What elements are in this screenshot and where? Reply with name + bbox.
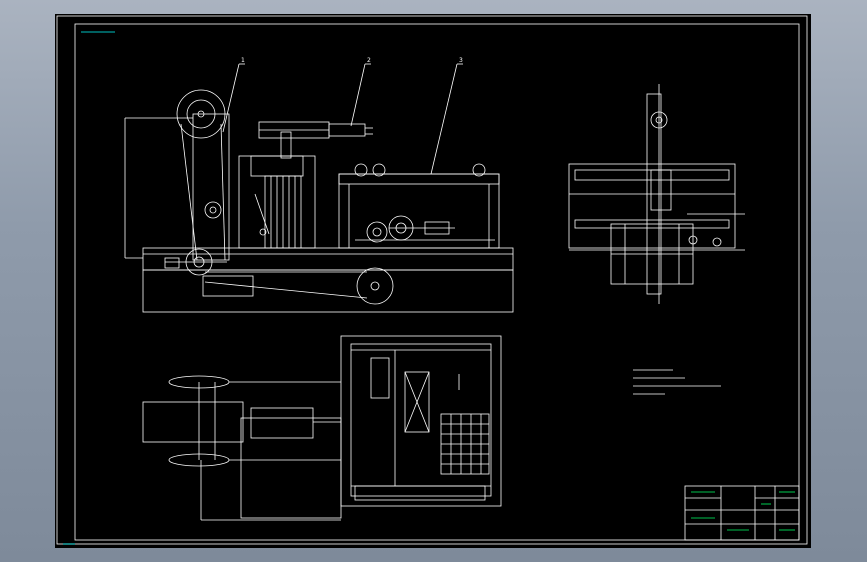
outer-border xyxy=(56,15,808,545)
side-elevation[interactable] xyxy=(568,84,745,304)
callout-1: 1 xyxy=(241,57,245,64)
callout-3: 3 xyxy=(459,57,463,64)
grid-block xyxy=(440,413,490,475)
engineering-drawing[interactable]: 1 2 3 xyxy=(55,14,811,548)
title-block[interactable] xyxy=(684,485,800,541)
plan-view[interactable] xyxy=(142,335,502,521)
cad-viewport[interactable]: 1 2 3 xyxy=(55,14,811,548)
callout-2: 2 xyxy=(367,57,371,64)
front-elevation[interactable] xyxy=(124,63,514,313)
inner-border xyxy=(74,23,800,541)
notes-block xyxy=(633,369,721,395)
